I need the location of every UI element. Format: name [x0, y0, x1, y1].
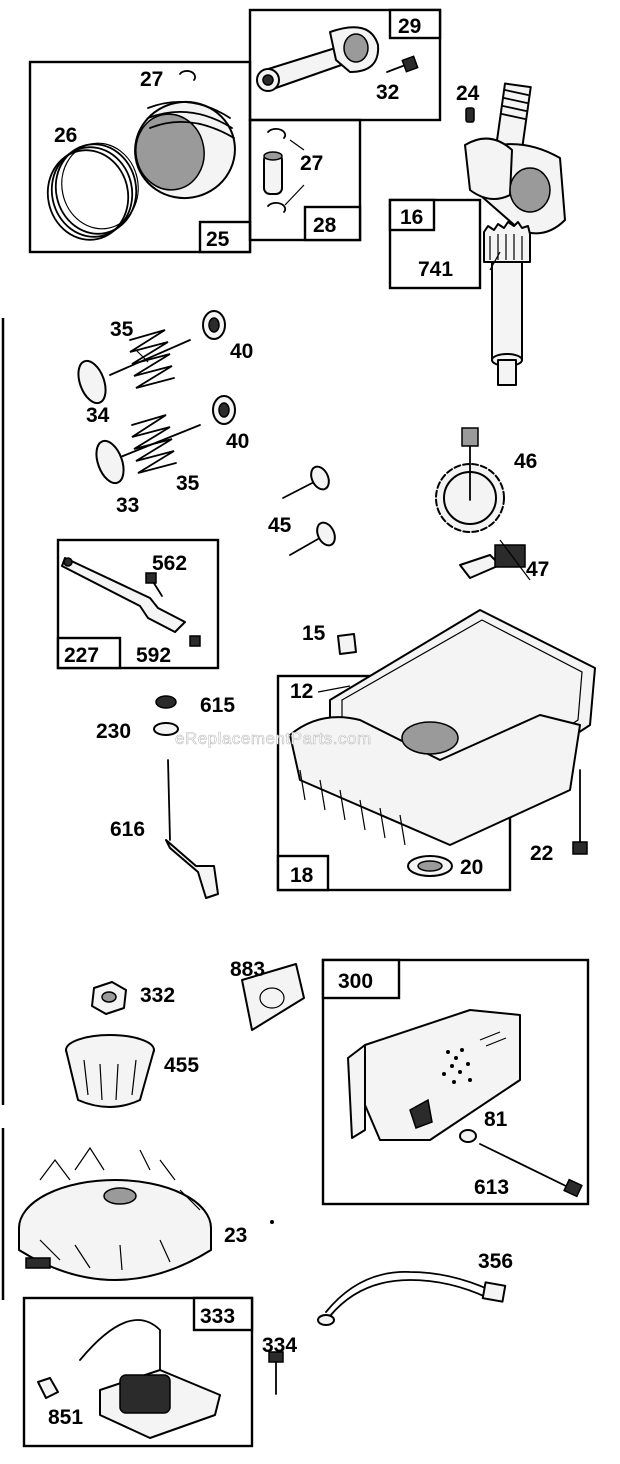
- rod-bolt: [386, 55, 419, 73]
- callout-741[interactable]: 741: [418, 258, 453, 281]
- callout-46[interactable]: 46: [514, 450, 537, 473]
- flywheel: [18, 1146, 212, 1281]
- wrist-pin: [263, 151, 283, 195]
- governor-shaft: [165, 759, 219, 899]
- callout-616[interactable]: 616: [110, 818, 145, 841]
- callout-883[interactable]: 883: [230, 958, 265, 981]
- callout-33[interactable]: 33: [116, 494, 139, 517]
- frame-227: [56, 538, 220, 670]
- callout-300[interactable]: 300: [338, 970, 373, 993]
- callout-35-lower[interactable]: 35: [176, 472, 200, 495]
- piston: [134, 100, 236, 200]
- muffler-washer: [459, 1129, 477, 1143]
- callout-613[interactable]: 613: [474, 1176, 509, 1199]
- callout-20[interactable]: 20: [460, 856, 483, 879]
- callout-81[interactable]: 81: [484, 1108, 508, 1131]
- callout-27-piston[interactable]: 27: [140, 68, 163, 91]
- callout-32[interactable]: 32: [376, 81, 399, 104]
- callout-851[interactable]: 851: [48, 1406, 83, 1429]
- callout-47[interactable]: 47: [526, 558, 549, 581]
- ground-wire: [317, 1271, 507, 1326]
- sump-bolt: [572, 769, 588, 855]
- callout-12[interactable]: 12: [290, 680, 313, 703]
- callout-332[interactable]: 332: [140, 984, 175, 1007]
- valve-keeper-lower: [212, 395, 236, 425]
- callout-592[interactable]: 592: [136, 644, 171, 667]
- callout-25[interactable]: 25: [206, 228, 230, 251]
- frame-333: [22, 1296, 254, 1448]
- callout-333[interactable]: 333: [200, 1305, 235, 1328]
- lever-nut: [189, 635, 201, 647]
- tappet-lower: [289, 521, 336, 556]
- starter-cup: [65, 1034, 155, 1108]
- muffler: [347, 1009, 521, 1141]
- crankshaft: [464, 82, 566, 386]
- governor-crank: [459, 539, 531, 581]
- callout-334[interactable]: 334: [262, 1334, 297, 1357]
- frame-16: [388, 198, 482, 290]
- callout-18[interactable]: 18: [290, 864, 314, 887]
- callout-29[interactable]: 29: [398, 15, 421, 38]
- circlip-27a: [179, 70, 196, 81]
- oil-seal: [407, 855, 453, 877]
- tappet-upper: [282, 465, 330, 499]
- governor-gear: [435, 427, 505, 533]
- callout-45[interactable]: 45: [268, 514, 292, 537]
- muffler-bolt: [479, 1143, 583, 1198]
- washer-615: [155, 695, 177, 709]
- crankcase: [289, 609, 596, 846]
- callout-16[interactable]: 16: [400, 206, 423, 229]
- crank-key: [465, 107, 475, 123]
- valve-spring-lower: [131, 414, 177, 474]
- callout-24[interactable]: 24: [456, 82, 480, 105]
- circlip-27c: [267, 201, 287, 213]
- callout-34[interactable]: 34: [86, 404, 110, 427]
- callout-40-upper[interactable]: 40: [230, 340, 253, 363]
- callout-230[interactable]: 230: [96, 720, 131, 743]
- circlip-27b: [267, 127, 287, 139]
- callout-455[interactable]: 455: [164, 1054, 199, 1077]
- piston-rings: [46, 142, 139, 241]
- callout-26[interactable]: 26: [54, 124, 77, 147]
- callout-227[interactable]: 227: [64, 644, 99, 667]
- lever-bolt: [145, 572, 163, 597]
- callout-15[interactable]: 15: [302, 622, 326, 645]
- valve-keeper-upper: [202, 310, 226, 340]
- callout-35-upper[interactable]: 35: [110, 318, 134, 341]
- callout-562[interactable]: 562: [152, 552, 187, 575]
- ignition-armature: [79, 1319, 221, 1439]
- leader-lines: [135, 251, 501, 693]
- callout-28[interactable]: 28: [313, 214, 337, 237]
- valve-spring-upper: [129, 329, 175, 389]
- washer-230: [153, 722, 179, 736]
- watermark-text: eReplacementParts.com: [175, 729, 372, 748]
- flywheel-nut: [91, 981, 127, 1015]
- frame-28: [248, 118, 362, 242]
- spark-plug-clip: [37, 1377, 59, 1399]
- governor-lever: [61, 557, 186, 633]
- armature-screw: [268, 1351, 284, 1395]
- callout-356[interactable]: 356: [478, 1250, 513, 1273]
- callout-27-pin[interactable]: 27: [300, 152, 323, 175]
- callout-615[interactable]: 615: [200, 694, 235, 717]
- callout-40-lower[interactable]: 40: [226, 430, 249, 453]
- valve-exhaust: [77, 339, 191, 405]
- callout-22[interactable]: 22: [530, 842, 553, 865]
- frame-300: [321, 958, 590, 1206]
- muffler-gasket: [241, 963, 305, 1031]
- connecting-rod: [256, 26, 380, 92]
- stray-dot: [270, 1220, 274, 1224]
- callout-23[interactable]: 23: [224, 1224, 247, 1247]
- drain-plug: [337, 633, 357, 655]
